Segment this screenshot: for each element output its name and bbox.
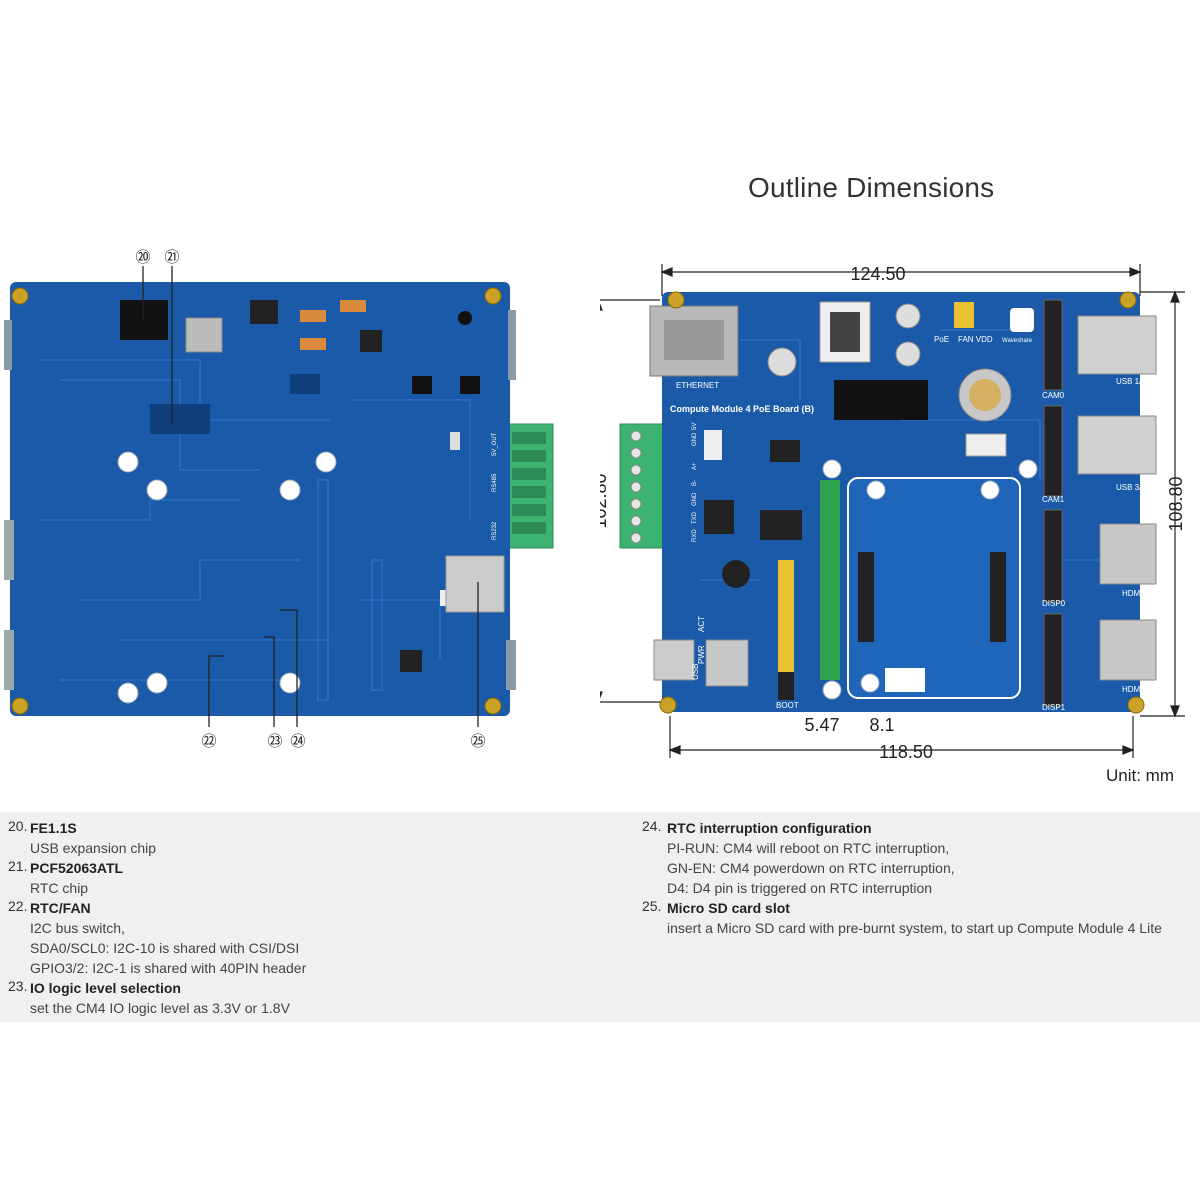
silk-act: ACT (697, 616, 706, 632)
back-silk-5v-out: 5V_OUT (492, 432, 498, 456)
legend-number: 21. (8, 858, 28, 874)
silk-usb34: USB 3/4 (1116, 483, 1146, 492)
legend-title: Micro SD card slot (667, 900, 790, 916)
legend-column-right: 24. RTC interruption configuration PI-RU… (640, 818, 1200, 938)
unit-label: Unit: mm (1106, 766, 1174, 785)
silk-disp1: DISP1 (1042, 703, 1066, 712)
silk-pwr: PWR (697, 645, 706, 664)
legend-title: IO logic level selection (30, 980, 181, 996)
legend-item-22: 22. RTC/FAN I2C bus switch, SDA0/SCL0: I… (0, 898, 600, 978)
legend-title: PCF52063ATL (30, 860, 124, 876)
dim-hole-offset-b: 8.1 (869, 715, 894, 735)
legend-number: 20. (8, 818, 28, 834)
legend-title: RTC interruption configuration (667, 820, 872, 836)
hdmi0-port (1099, 619, 1157, 681)
silk-hdmi1: HDMI1 (1122, 589, 1147, 598)
callout-21: ㉑ (164, 249, 179, 266)
callout-24: ㉔ (290, 733, 305, 750)
legend-item-24: 24. RTC interruption configuration PI-RU… (640, 818, 1200, 898)
term-label-4: RXD (692, 529, 698, 542)
silk-cam0: CAM0 (1042, 391, 1065, 400)
silk-ethernet: ETHERNET (676, 381, 719, 390)
silk-disp0: DISP0 (1042, 599, 1066, 608)
front-mounting-holes (659, 291, 1145, 714)
silk-usb12: USB 1/2 (1116, 377, 1146, 386)
dim-height-left: 102.80 (600, 473, 610, 528)
back-components (120, 300, 505, 672)
hdmi1-port (1099, 523, 1157, 585)
legend-desc: I2C bus switch, (30, 920, 125, 936)
front-components (649, 299, 1157, 707)
callout-23: ㉓ (267, 733, 282, 750)
term-label-2: GND (692, 492, 698, 506)
legend-desc: SDA0/SCL0: I2C-10 is shared with CSI/DSI (30, 940, 300, 956)
silk-hdmi0: HDMI0 (1122, 685, 1147, 694)
legend-desc: D4: D4 pin is triggered on RTC interrupt… (667, 880, 933, 896)
legend-desc: USB expansion chip (30, 840, 157, 856)
legend-title: RTC/FAN (30, 900, 91, 916)
term-label-5: GND (692, 432, 698, 446)
back-silk-rs232: RS232 (492, 521, 498, 540)
callout-25: ㉕ (470, 733, 485, 750)
silk-fan-vdd: FAN VDD (958, 335, 993, 344)
legend-item-20: 20. FE1.1S USB expansion chip (0, 818, 600, 858)
back-silk-rs485: RS485 (492, 473, 498, 492)
dim-width-top: 124.50 (850, 264, 905, 284)
board-title-silk: Compute Module 4 PoE Board (B) (670, 404, 814, 414)
back-terminal-block (504, 423, 554, 549)
legend-desc: RTC chip (30, 880, 89, 896)
legend-number: 24. (642, 818, 662, 834)
legend-desc: PI-RUN: CM4 will reboot on RTC interrupt… (667, 840, 950, 856)
legend-item-23: 23. IO logic level selection set the CM4… (0, 978, 600, 1018)
usb-1-2-port (1077, 315, 1157, 375)
dim-width-bottom: 118.50 (879, 742, 933, 762)
legend-title: FE1.1S (30, 820, 77, 836)
back-mounting-holes (11, 287, 502, 715)
legend-item-25: 25. Micro SD card slot insert a Micro SD… (640, 898, 1200, 938)
figure-area: 5V_OUT RS485 RS232 ⑳ ㉑ ㉒ ㉓ ㉔ ㉕ Outline D… (4, 172, 1186, 785)
term-label-3: TXD (692, 511, 698, 524)
legend-desc: set the CM4 IO logic level as 3.3V or 1.… (30, 1000, 290, 1016)
board-front-view: 124.50 118.50 102.80 108.80 5.47 8.1 (600, 264, 1186, 762)
legend-desc: GPIO3/2: I2C-1 is shared with 40PIN head… (30, 960, 307, 976)
dim-height-right: 108.80 (1166, 476, 1186, 531)
silk-usb: USB (691, 664, 700, 680)
silk-poe: PoE (934, 335, 949, 344)
legend-number: 25. (642, 898, 662, 914)
component-legend: 20. FE1.1S USB expansion chip 21. PCF520… (0, 812, 1200, 1022)
silk-cam1: CAM1 (1042, 495, 1065, 504)
dim-hole-offset-a: 5.47 (804, 715, 839, 735)
callout-22: ㉒ (201, 733, 216, 750)
back-pcb (10, 282, 510, 716)
silk-brand: Waveshare (1002, 338, 1033, 344)
legend-column-left: 20. FE1.1S USB expansion chip 21. PCF520… (0, 818, 600, 1018)
legend-desc: GN-EN: CM4 powerdown on RTC interruption… (667, 860, 955, 876)
term-label-0: A+ (692, 462, 698, 470)
legend-desc: insert a Micro SD card with pre-burnt sy… (667, 920, 1162, 936)
front-terminal-block (619, 423, 667, 549)
term-label-6: 5V (692, 423, 698, 430)
term-label-1: B- (692, 480, 698, 486)
legend-number: 23. (8, 978, 28, 994)
silk-boot: BOOT (776, 701, 799, 710)
usb-3-4-port (1077, 415, 1157, 475)
legend-item-21: 21. PCF52063ATL RTC chip (0, 858, 600, 898)
legend-number: 22. (8, 898, 28, 914)
callout-20: ⑳ (135, 249, 150, 266)
outline-dimensions-title: Outline Dimensions (748, 172, 995, 203)
board-back-view: 5V_OUT RS485 RS232 ⑳ ㉑ ㉒ ㉓ ㉔ ㉕ (4, 249, 554, 750)
